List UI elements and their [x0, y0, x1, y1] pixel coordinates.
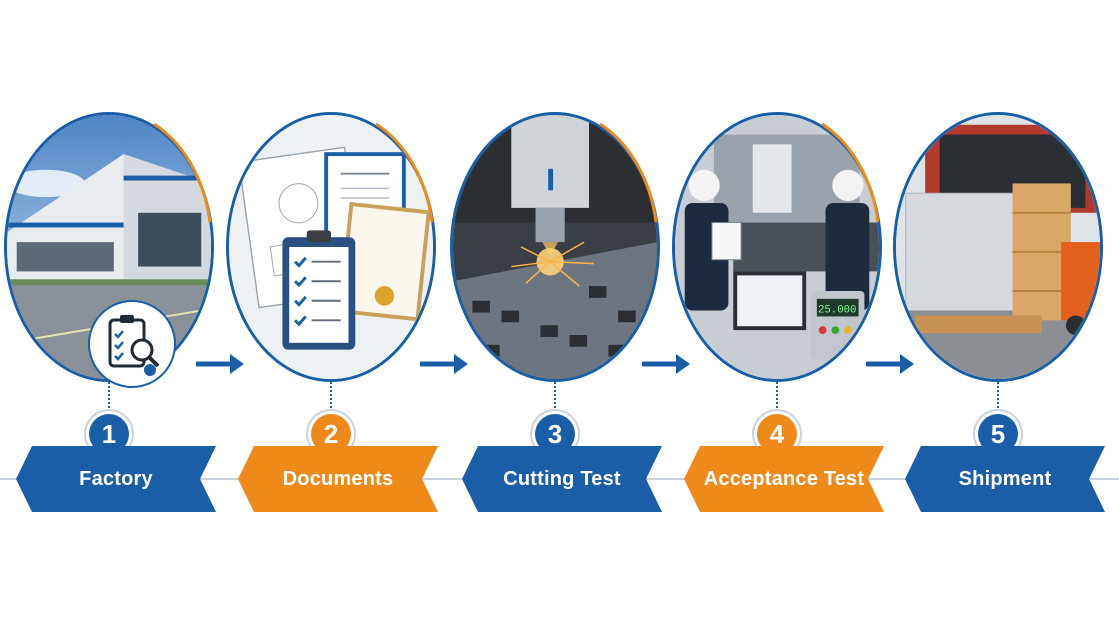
- step-connector: [554, 382, 556, 416]
- step-documents: 2 Documents: [226, 0, 456, 630]
- step-label: Factory: [16, 446, 216, 512]
- step-acceptance-test: 25.000 4 Acceptance Test: [672, 0, 902, 630]
- step-cutting-test: 3 Cutting Test: [450, 0, 680, 630]
- right-arrow-icon: [420, 354, 468, 374]
- step-label: Acceptance Test: [684, 446, 884, 512]
- step-connector: [108, 382, 110, 416]
- step-factory: 1 Factory: [4, 0, 234, 630]
- right-arrow-icon: [642, 354, 690, 374]
- step-connector: [776, 382, 778, 416]
- control-panel-display: 25.000: [818, 304, 856, 316]
- step-label: Cutting Test: [462, 446, 662, 512]
- clipboard-magnifier-icon: [88, 300, 176, 388]
- step-connector: [330, 382, 332, 416]
- cutting-test-photo: [450, 112, 660, 382]
- step-label: Documents: [238, 446, 438, 512]
- documents-photo: [226, 112, 436, 382]
- acceptance-test-photo: 25.000: [672, 112, 882, 382]
- step-label: Shipment: [905, 446, 1105, 512]
- step-connector: [997, 382, 999, 416]
- right-arrow-icon: [866, 354, 914, 374]
- shipment-photo: [893, 112, 1103, 382]
- step-shipment: 5 Shipment: [893, 0, 1119, 630]
- right-arrow-icon: [196, 354, 244, 374]
